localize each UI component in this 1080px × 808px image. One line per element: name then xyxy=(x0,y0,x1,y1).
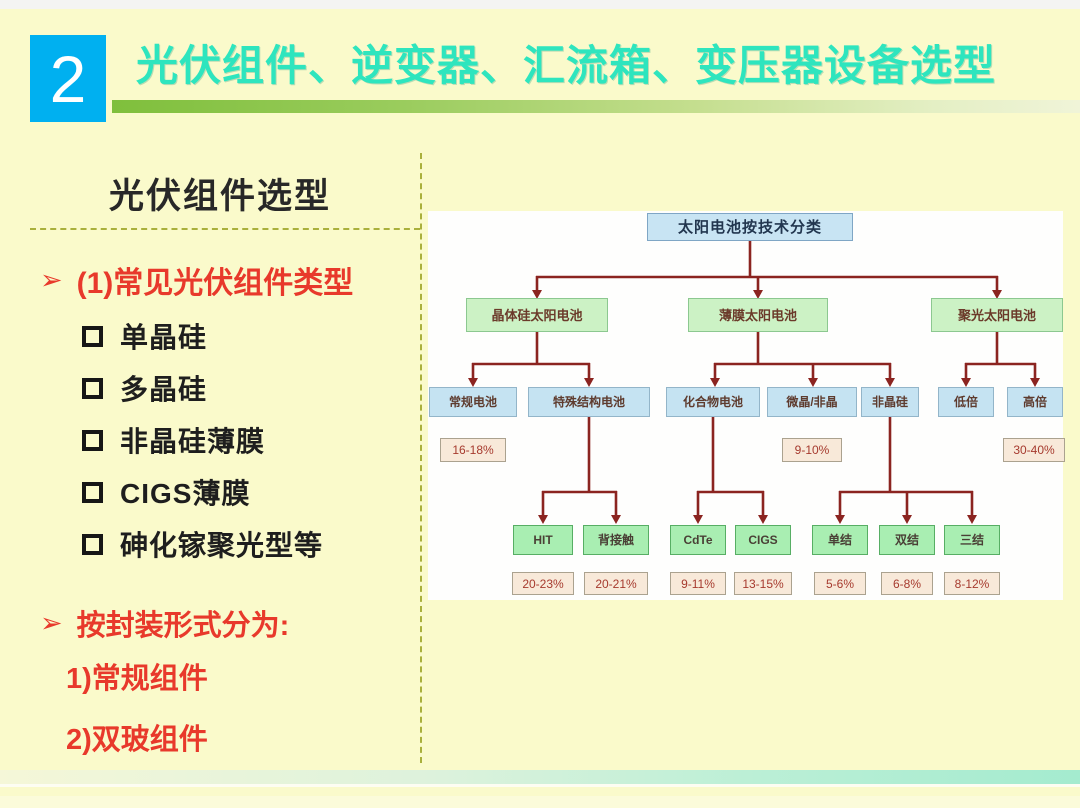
section-number: 2 xyxy=(49,41,87,116)
list-item: 多晶硅 xyxy=(82,368,207,408)
sub-list-item: 1)常规组件 xyxy=(66,655,208,697)
list-item-label: 单晶硅 xyxy=(120,322,208,353)
flowchart-node-l4e: 单结 xyxy=(812,525,868,555)
flowchart-node-l2b: 薄膜太阳电池 xyxy=(688,298,828,332)
flowchart-node-p1618: 16-18% xyxy=(440,438,506,462)
sub-item-label: 2)双玻组件 xyxy=(66,724,208,756)
section2-title: 按封装形式分为: xyxy=(76,610,290,642)
arrow-bullet-icon: ➢ xyxy=(40,264,63,295)
flowchart-node-q7: 8-12% xyxy=(944,572,1000,595)
flowchart-node-p910: 9-10% xyxy=(782,438,842,462)
flowchart-node-l4a: HIT xyxy=(513,525,573,555)
flowchart-node-q5: 5-6% xyxy=(814,572,866,595)
top-margin-strip xyxy=(0,0,1080,9)
square-bullet-icon xyxy=(82,481,103,503)
bottom-divider-line xyxy=(0,784,1080,787)
square-bullet-icon xyxy=(82,377,103,399)
flowchart-node-l3d: 微晶/非晶 xyxy=(767,387,857,417)
square-bullet-icon xyxy=(82,533,103,555)
header-accent-bar xyxy=(112,100,1080,113)
flowchart-node-l3f: 低倍 xyxy=(938,387,994,417)
flowchart-node-l2c: 聚光太阳电池 xyxy=(931,298,1063,332)
square-bullet-icon xyxy=(82,325,103,347)
flowchart-node-q4: 13-15% xyxy=(734,572,792,595)
flowchart-node-l3b: 特殊结构电池 xyxy=(528,387,650,417)
flowchart-node-l4c: CdTe xyxy=(670,525,726,555)
section2-row: ➢ 按封装形式分为: xyxy=(40,602,289,644)
list-item: 单晶硅 xyxy=(82,316,207,356)
flowchart-node-l3c: 化合物电池 xyxy=(666,387,760,417)
flowchart-node-l4g: 三结 xyxy=(944,525,1000,555)
section-number-badge: 2 xyxy=(30,35,106,122)
flowchart-node-q6: 6-8% xyxy=(881,572,933,595)
arrow-bullet-icon: ➢ xyxy=(40,607,63,638)
horizontal-dashed-divider xyxy=(30,228,420,230)
flowchart-node-root: 太阳电池按技术分类 xyxy=(647,213,853,241)
left-panel-heading: 光伏组件选型 xyxy=(108,177,331,216)
list-item: 砷化镓聚光型等 xyxy=(82,524,323,564)
bottom-accent-bar xyxy=(0,770,1080,784)
section1-title: (1)常见光伏组件类型 xyxy=(76,267,354,300)
flowchart-node-q3: 9-11% xyxy=(670,572,726,595)
flowchart-node-l3e: 非晶硅 xyxy=(861,387,919,417)
list-item: CIGS薄膜 xyxy=(82,472,250,512)
flowchart-node-l4f: 双结 xyxy=(879,525,935,555)
flowchart-node-l3a: 常规电池 xyxy=(429,387,517,417)
sub-item-label: 1)常规组件 xyxy=(66,663,208,695)
square-bullet-icon xyxy=(82,429,103,451)
flowchart-node-l2a: 晶体硅太阳电池 xyxy=(466,298,608,332)
list-item-label: 砷化镓聚光型等 xyxy=(120,530,324,561)
bottom-margin-strip xyxy=(0,796,1080,808)
vertical-dashed-divider xyxy=(420,153,422,763)
list-item-label: 多晶硅 xyxy=(120,374,208,405)
flowchart-node-l3g: 高倍 xyxy=(1007,387,1063,417)
flowchart-node-l4d: CIGS xyxy=(735,525,791,555)
flowchart-node-q2: 20-21% xyxy=(584,572,648,595)
flowchart-node-q1: 20-23% xyxy=(512,572,574,595)
sub-list-item: 2)双玻组件 xyxy=(66,716,208,758)
flowchart-node-p3040: 30-40% xyxy=(1003,438,1065,462)
list-item-label: 非晶硅薄膜 xyxy=(120,426,266,457)
slide-title: 光伏组件、逆变器、汇流箱、变压器设备选型 xyxy=(136,44,997,90)
list-item: 非晶硅薄膜 xyxy=(82,420,265,460)
flowchart-node-l4b: 背接触 xyxy=(583,525,649,555)
section1-row: ➢ (1)常见光伏组件类型 xyxy=(40,258,353,302)
list-item-label: CIGS薄膜 xyxy=(120,478,251,509)
